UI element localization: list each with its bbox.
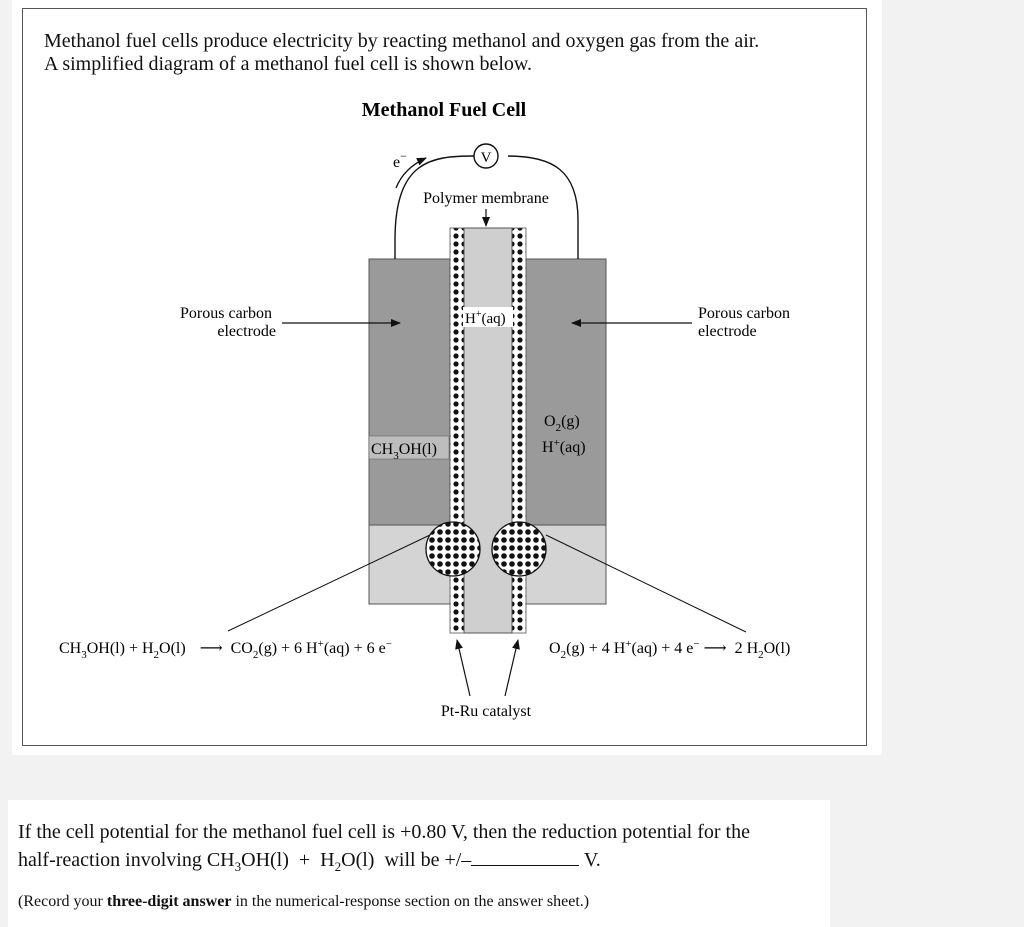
left-catalyst-magnifier <box>425 521 481 577</box>
electron-flow-arrow <box>395 157 427 189</box>
right-callout-line <box>545 534 747 633</box>
methanol-label: CH3OH(l) <box>371 441 437 462</box>
left-callout-line <box>227 534 431 632</box>
anode-reaction: CH3OH(l) + H2O(l)⟶CO2(g) + 6 H+(aq) + 6 … <box>59 638 392 661</box>
answer-card <box>8 800 830 927</box>
fuel-cell-diagram: Methanol Fuel Cell V e− Polymer membrane… <box>59 99 794 720</box>
record-note: (Record your three-digit answer in the n… <box>18 893 590 910</box>
methanol-formula: CH3OH(l) + H2O(l) <box>206 849 375 874</box>
voltmeter <box>473 143 499 169</box>
membrane-label: Polymer membrane <box>423 190 549 207</box>
answer-blank <box>471 847 580 866</box>
question-will-be: will be +/– <box>374 849 472 871</box>
cathode-reaction: O2(g) + 4 H+(aq) + 4 e−⟶2 H2O(l) <box>549 638 790 661</box>
right-electrode <box>524 258 607 526</box>
intro-line-1: Methanol fuel cells produce electricity … <box>44 30 760 52</box>
left-electrode <box>368 258 451 526</box>
left-electrode-label: Porous carbon electrode <box>180 305 276 340</box>
intro-line-2: A simplified diagram of a methanol fuel … <box>44 53 533 75</box>
catalyst-label: Pt-Ru catalyst <box>441 703 532 720</box>
hplus-right-label: H+(aq) <box>542 437 586 456</box>
left-catalyst-pointer <box>455 639 471 697</box>
methanol-label-bg <box>368 435 450 460</box>
right-catalyst-magnifier <box>491 521 547 577</box>
intro-text: Methanol fuel cells produce electricity … <box>44 30 844 76</box>
electron-label: e− <box>393 149 407 171</box>
voltmeter-label: V <box>481 150 492 166</box>
diagram-frame <box>22 8 867 746</box>
right-catalyst-pointer <box>504 639 520 697</box>
oxygen-label: O2(g) <box>544 413 580 434</box>
external-wire <box>394 155 579 259</box>
question-line-2: half-reaction involving CH3OH(l) + H2O(l… <box>18 846 818 881</box>
question-text: If the cell potential for the methanol f… <box>18 818 818 881</box>
right-electrode-label: Porous carbon electrode <box>698 305 794 340</box>
diagram-title: Methanol Fuel Cell <box>362 99 527 121</box>
question-units: V. <box>579 849 601 871</box>
question-line-1: If the cell potential for the methanol f… <box>18 821 750 843</box>
hplus-center-label: H+(aq) <box>465 309 506 327</box>
hplus-label-bg <box>463 307 513 327</box>
question-line-2-lead: half-reaction involving <box>18 849 207 871</box>
